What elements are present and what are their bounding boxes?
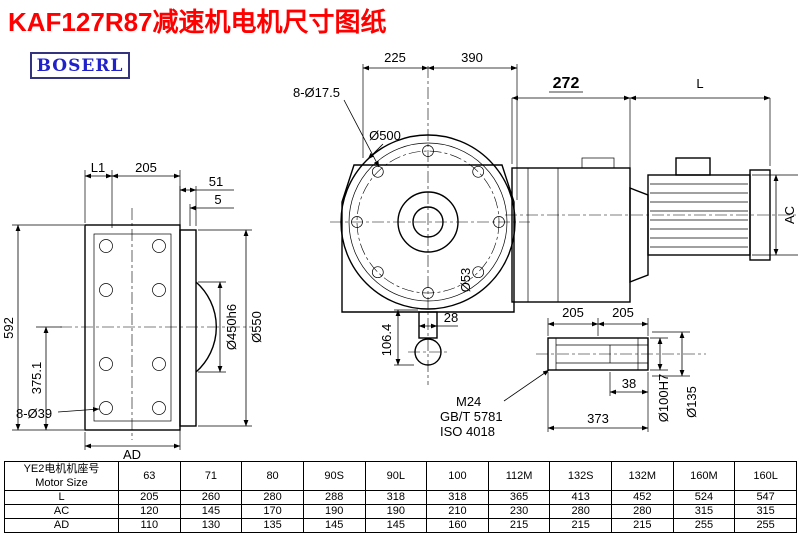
- dim-373: 373: [587, 411, 609, 426]
- dim-5: 5: [214, 192, 221, 207]
- dim-225: 225: [384, 50, 406, 65]
- table-cell: 318: [364, 490, 428, 505]
- table-cell: 110: [118, 518, 181, 533]
- table-cell: 120: [118, 504, 181, 519]
- shaft-detail: 205 205 M24 GB/T 5781 ISO 4018 38 373 Ø1…: [440, 305, 706, 439]
- table-cell: 524: [672, 490, 736, 505]
- table-cell: 260: [179, 490, 243, 505]
- dim-d135: Ø135: [684, 386, 699, 418]
- dim-592: 592: [1, 317, 16, 339]
- table-cell: 315: [734, 504, 797, 519]
- table-cell: 318: [426, 490, 489, 505]
- left-view: L1 205 51 5 592 375.1 8-Ø39 AD Ø450h6 Ø5…: [1, 160, 264, 462]
- dim-AC: AC: [782, 206, 797, 224]
- left-body: [84, 224, 181, 431]
- dim-205-b: 205: [612, 305, 634, 320]
- dim-d53: Ø53: [458, 268, 473, 293]
- column-header: 160M: [672, 461, 736, 491]
- table-cell: 280: [611, 504, 674, 519]
- row-label: L: [4, 490, 119, 505]
- column-header: 132S: [549, 461, 612, 491]
- table-cell: 190: [302, 504, 366, 519]
- dim-d550: Ø550: [249, 311, 264, 343]
- dim-28: 28: [444, 310, 458, 325]
- technical-drawing: L1 205 51 5 592 375.1 8-Ø39 AD Ø450h6 Ø5…: [1, 50, 798, 462]
- table-cell: 413: [549, 490, 612, 505]
- table-cell: 365: [487, 490, 551, 505]
- dim-AD: AD: [123, 447, 141, 462]
- table-cell: 215: [487, 518, 551, 533]
- table-cell: 255: [672, 518, 736, 533]
- dim-d450h6: Ø450h6: [224, 304, 239, 350]
- dim-205-a: 205: [562, 305, 584, 320]
- table-cell: 205: [118, 490, 181, 505]
- dim-390: 390: [461, 50, 483, 65]
- dim-gbt-5781: GB/T 5781: [440, 409, 503, 424]
- terminal-box: [675, 157, 711, 176]
- dim-8-d17-5: 8-Ø17.5: [293, 85, 340, 100]
- column-header: 71: [179, 461, 243, 491]
- table-cell: 210: [426, 504, 489, 519]
- dim-51: 51: [209, 174, 223, 189]
- dim-375-1: 375.1: [29, 362, 44, 395]
- dim-iso-4018: ISO 4018: [440, 424, 495, 439]
- row-label: AC: [4, 504, 119, 519]
- gearbox-profile: [511, 167, 631, 303]
- column-header: 90L: [364, 461, 428, 491]
- table-cell: 547: [734, 490, 797, 505]
- motor-adapter: [629, 186, 649, 284]
- column-header: 160L: [734, 461, 797, 491]
- table-cell: 215: [611, 518, 674, 533]
- column-header: 90S: [302, 461, 366, 491]
- table-cell: 315: [672, 504, 736, 519]
- column-header: 100: [426, 461, 489, 491]
- table-cell: 145: [302, 518, 366, 533]
- table-cell: 280: [241, 490, 304, 505]
- column-header: 132M: [611, 461, 674, 491]
- table-cell: 452: [611, 490, 674, 505]
- table-cell: 190: [364, 504, 428, 519]
- fan-cover: [749, 169, 771, 261]
- dim-205: 205: [135, 160, 157, 175]
- table-cell: 130: [179, 518, 243, 533]
- dim-d100H7: Ø100H7: [656, 374, 671, 422]
- row-label: AD: [4, 518, 119, 533]
- dim-8-d39: 8-Ø39: [16, 406, 52, 421]
- column-header: 63: [118, 461, 181, 491]
- table-cell: 145: [179, 504, 243, 519]
- dim-L1: L1: [91, 160, 105, 175]
- dim-38: 38: [622, 376, 636, 391]
- column-header: 80: [241, 461, 304, 491]
- side-view: 272 L AC: [505, 75, 798, 303]
- table-cell: 255: [734, 518, 797, 533]
- table-cell: 170: [241, 504, 304, 519]
- column-header: 112M: [487, 461, 551, 491]
- table-cell: 160: [426, 518, 489, 533]
- dim-106-4: 106.4: [379, 324, 394, 357]
- brand-logo: BOSERL: [30, 52, 130, 79]
- gear-housing: [341, 164, 515, 313]
- dim-d500: Ø500: [369, 128, 401, 143]
- front-view: 225 390 8-Ø17.5 Ø500 Ø53 28 106.4: [293, 50, 530, 385]
- table-cell: 135: [241, 518, 304, 533]
- table-cell: 288: [302, 490, 366, 505]
- page-title: KAF127R87减速机电机尺寸图纸: [8, 7, 387, 37]
- table-cell: 230: [487, 504, 551, 519]
- dim-272: 272: [553, 75, 580, 92]
- table-cell: 215: [549, 518, 612, 533]
- table-cell: 280: [549, 504, 612, 519]
- dim-L: L: [696, 76, 703, 91]
- dim-M24: M24: [456, 394, 481, 409]
- table-cell: 145: [364, 518, 428, 533]
- left-flange-strip: [179, 229, 197, 427]
